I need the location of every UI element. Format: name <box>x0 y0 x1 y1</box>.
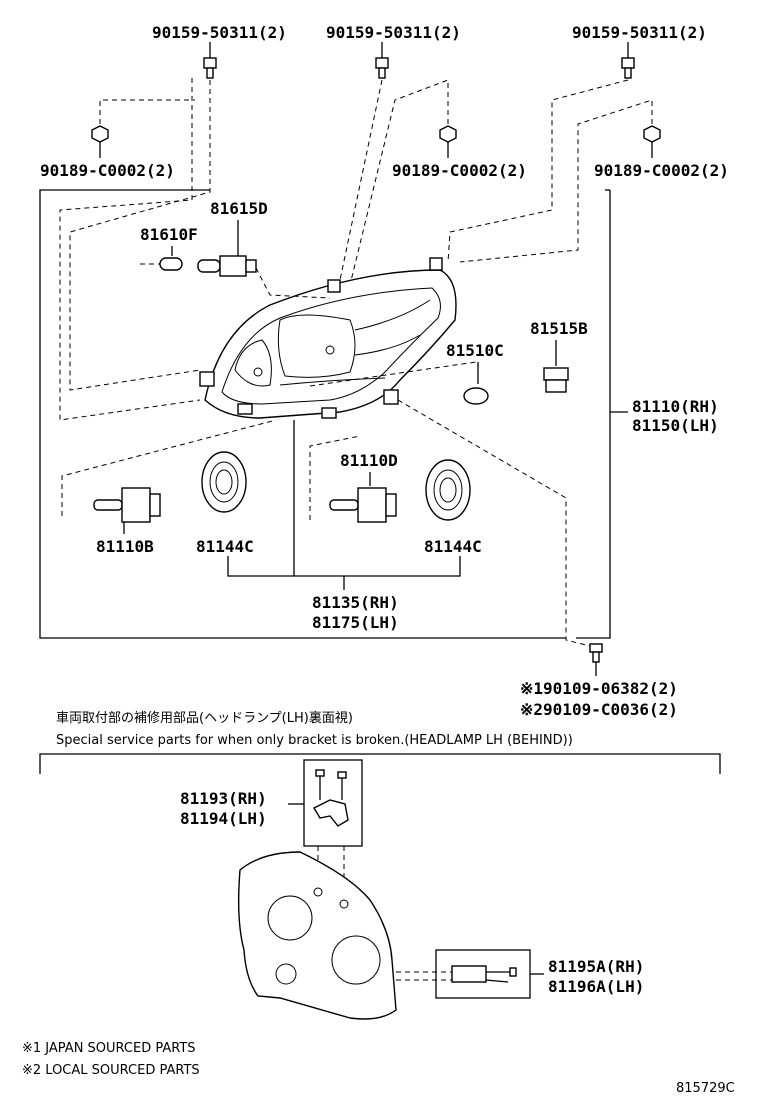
label-screw-2[interactable]: ※290109-C0036(2) <box>520 700 678 719</box>
label-nut-2[interactable]: 90189-C0002(2) <box>392 161 527 180</box>
label-screw-1[interactable]: ※190109-06382(2) <box>520 679 678 698</box>
screw-icon <box>589 643 603 663</box>
bolt-icon <box>621 42 635 79</box>
label-bolt-3[interactable]: 90159-50311(2) <box>572 23 707 42</box>
label-headlamp-rh[interactable]: 81110(RH) <box>632 397 719 416</box>
bulb-icon <box>93 487 161 523</box>
label-unit-lh[interactable]: 81175(LH) <box>312 613 399 632</box>
label-bulb-81110b[interactable]: 81110B <box>96 537 154 556</box>
label-bulb-81610f[interactable]: 81610F <box>140 225 198 244</box>
footnote-1: ※1 JAPAN SOURCED PARTS <box>22 1041 196 1056</box>
label-nut-1[interactable]: 90189-C0002(2) <box>40 161 175 180</box>
label-unit-rh[interactable]: 81135(RH) <box>312 593 399 612</box>
label-bulb-81615d[interactable]: 81615D <box>210 199 268 218</box>
bulb-icon <box>197 255 257 277</box>
cover-icon <box>425 459 471 521</box>
label-cover-left[interactable]: 81144C <box>196 537 254 556</box>
lower-frame <box>39 753 721 774</box>
bolt-icon <box>375 42 389 79</box>
label-bolt-2[interactable]: 90159-50311(2) <box>326 23 461 42</box>
label-cover-right[interactable]: 81144C <box>424 537 482 556</box>
label-bracket-rh[interactable]: 81193(RH) <box>180 789 267 808</box>
headlamp-rear-view[interactable] <box>237 851 397 1020</box>
label-bulb-81110d[interactable]: 81110D <box>340 451 398 470</box>
cover-icon <box>201 451 247 513</box>
bulb-icon <box>463 387 489 405</box>
label-bolt-1[interactable]: 90159-50311(2) <box>152 23 287 42</box>
bulb-icon <box>159 257 183 271</box>
label-bracket2-lh[interactable]: 81196A(LH) <box>548 977 644 996</box>
label-bulb-81510c[interactable]: 81510C <box>446 341 504 360</box>
footnote-2: ※2 LOCAL SOURCED PARTS <box>22 1063 200 1078</box>
bolt-icon <box>203 42 217 79</box>
label-bracket2-rh[interactable]: 81195A(RH) <box>548 957 644 976</box>
nut-icon <box>91 125 109 158</box>
bracket-icon <box>451 965 517 983</box>
diagram-code: 815729C <box>676 1081 735 1096</box>
nut-icon <box>439 125 457 158</box>
label-nut-3[interactable]: 90189-C0002(2) <box>594 161 729 180</box>
bulb-icon <box>329 487 397 523</box>
label-headlamp-lh[interactable]: 81150(LH) <box>632 416 719 435</box>
label-bracket-lh[interactable]: 81194(LH) <box>180 809 267 828</box>
headlamp-assembly[interactable] <box>199 257 457 419</box>
nut-icon <box>643 125 661 158</box>
bulb-icon <box>543 367 569 393</box>
label-bulb-81515b[interactable]: 81515B <box>530 319 588 338</box>
note-en-heading: Special service parts for when only brac… <box>56 733 573 748</box>
bracket-icon <box>313 769 349 827</box>
main-frame <box>39 189 566 639</box>
note-jp-heading: 車両取付部の補修用部品(ヘッドランプ(LH)裏面視) <box>56 711 353 726</box>
